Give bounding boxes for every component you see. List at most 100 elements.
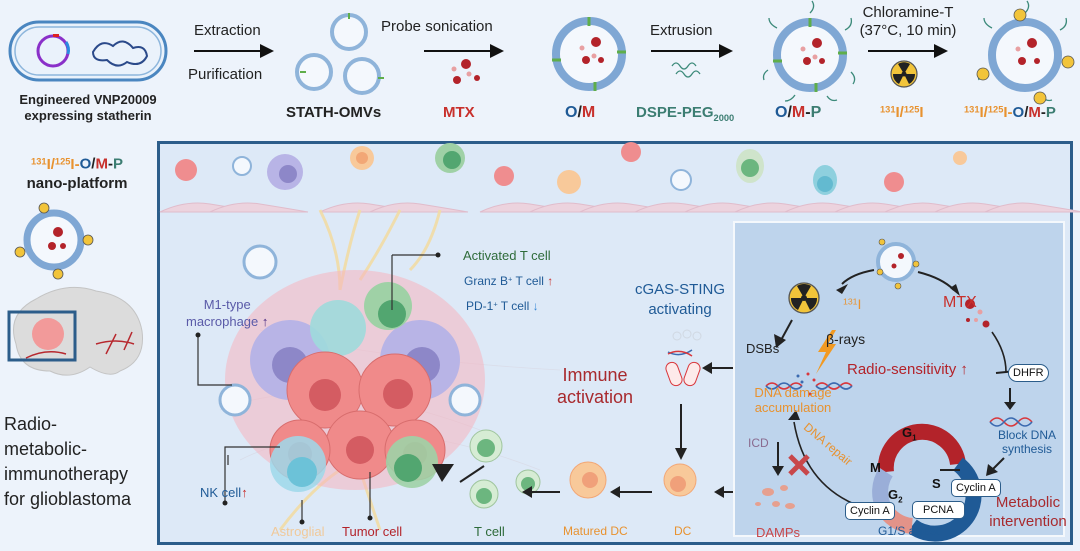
block-line1: Block DNA [997,428,1056,442]
pd1-suffix: T cell [497,299,530,313]
platform-vesicle-icon [14,202,94,280]
platform-m: M [95,155,108,173]
iodine-131-i: I [857,296,862,312]
final-sup1: 131 [964,104,980,115]
sting-protein-icon [665,329,702,387]
pd1-text: PD-1 [466,299,494,313]
mechanism-mtx-label: MTX [943,294,977,311]
immune-line2: activation [556,387,634,407]
step1-bottom-label: Purification [188,66,263,83]
callout-lines [195,252,441,465]
step4-label-line1: Chloramine-T [862,4,954,21]
astroglial-callout-line [299,500,305,525]
nk-text: NK cell [200,485,242,500]
granz-sup: + [508,274,513,284]
bacterium-label: Engineered VNP20009 expressing statherin [0,92,176,124]
up-arrow-icon: ↑ [241,485,248,500]
step1-top-label: Extraction [194,22,261,39]
pd1-label: PD-1+ T cell ↓ [466,299,539,313]
nk-cell-label: NK cell↑ [200,485,248,500]
final-i2: I- [1003,104,1013,121]
final-o: O [1012,104,1025,121]
immune-activation-label: Immune activation [540,364,650,408]
activated-t-cell-label: Activated T cell [463,248,551,263]
step2-arrow-icon [424,44,504,58]
therapy-line4: for glioblastoma [4,489,132,509]
platform-dash: - [107,155,113,173]
omv-label: STATH-OMVs [286,104,382,121]
cgas-line1: cGAS-STING [634,281,725,298]
dsbs-label: DSBs [746,341,780,356]
step4-arrow-icon [868,44,948,58]
cyclin-a-right-badge: Cyclin A [951,479,1001,497]
cyclin-a-left-badge: Cyclin A [845,502,895,520]
platform-title: 131I/125I-O/M-P nano-platform [2,152,152,193]
omp-label-m: M [791,104,806,121]
bacterium-icon [8,20,168,82]
step1-arrow-icon [194,44,274,58]
platform-formula: 131I/125I-O/M-P [2,152,152,174]
radio-sensitivity-text: Radio-sensitivity [847,361,957,378]
omp-vesicle-icon [762,0,856,102]
iodine-131-label: 131I [843,296,861,312]
granz-text: Granz B [464,274,509,288]
phase-g1-label: G1 [902,425,917,443]
platform-sup2: 125 [54,156,71,166]
dspe-label: DSPE-PEG2000 [636,104,734,123]
therapy-line3: immunotherapy [4,464,129,484]
iodine-sup1: 131 [880,104,896,115]
brain-icon [7,286,144,376]
block-line2: synthesis [1001,442,1053,456]
om-label-slash: / [577,104,582,121]
phase-m-label: M [870,460,881,475]
final-i1: I/ [979,104,988,121]
damps-label: DAMPs [756,525,801,540]
dspe-label-text: DSPE-PEG [636,104,714,121]
iodine-i2: I [919,104,924,121]
bacterium-illustration [8,20,168,82]
radiation-icon [890,60,918,88]
step2-top-label: Probe sonication [381,18,493,35]
metabolic-line1: Metabolic [995,494,1061,511]
omp-label: O/M-P [775,104,821,122]
block-dna-synthesis-label: Block DNA synthesis [982,428,1072,456]
g1-text: G [902,425,913,440]
icd-label: ICD [748,436,769,450]
step4-label-line2: (37°C, 10 min) [859,22,957,39]
g2-sub: 2 [898,495,903,505]
tumor-mass-illustration [218,209,697,531]
cgas-sting-label: cGAS-STING activating [620,280,740,320]
tumor-cell-label: Tumor cell [342,524,403,539]
nk-callout-line [222,446,280,506]
omp-label-p: P [810,104,822,121]
metabolic-intervention-label: Metabolic intervention [978,493,1078,531]
mtx-particles-icon [451,59,480,84]
down-arrow-icon: ↓ [532,299,539,313]
dna-damage-label: DNA damage accumulation [740,385,846,415]
final-dash: - [1040,104,1046,121]
platform-o: O [79,155,92,173]
cgas-line2: activating [648,301,712,318]
beta-rays-label: β-rays [826,331,866,347]
therapy-description: Radio- metabolic- immunotherapy for glio… [4,412,131,512]
mtx-label: MTX [443,104,475,121]
final-p: P [1045,104,1056,121]
final-nanoplatform-icon [976,0,1075,105]
m1-macrophage-label: M1-type macrophage ↑ [186,296,268,330]
om-label-m: M [581,104,596,121]
platform-p: P [112,155,123,173]
immune-line1: Immune [562,365,628,385]
m1-line2: macrophage [186,314,259,329]
phase-s-label: S [932,476,941,491]
step4-label: Chloramine-T (37°C, 10 min) [852,4,964,40]
bacterium-label-line1: Engineered VNP20009 [19,92,157,107]
up-arrow-icon: ↑ [547,274,554,288]
step3-top-label: Extrusion [650,22,713,39]
omp-label-dash: - [805,104,811,121]
iodine-i1: I/ [895,104,904,121]
metabolic-line2: intervention [989,513,1067,530]
therapy-line1: Radio- [4,414,58,434]
up-arrow-icon: ↑ [960,361,968,378]
iodine-sup2: 125 [903,104,920,115]
final-slash: / [1024,104,1029,121]
